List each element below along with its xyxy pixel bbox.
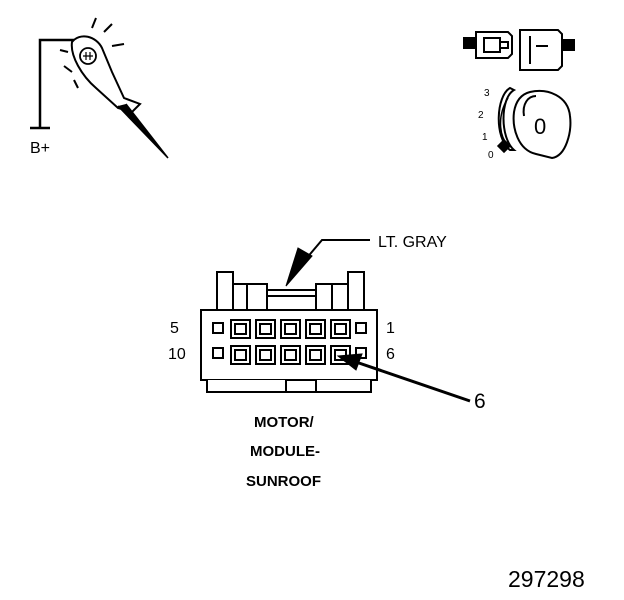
disconnect-connector-icon: [463, 29, 575, 71]
ignition-key-icon: [496, 86, 572, 160]
ignition-position-2: 2: [478, 110, 484, 121]
figure-number: 297298: [508, 566, 585, 592]
pin-label-1: 1: [386, 320, 395, 337]
connector-color-label: LT. GRAY: [378, 234, 447, 251]
pin-callout-arrow: [336, 353, 471, 403]
ignition-position-3: 3: [484, 88, 490, 99]
connector-face: [200, 271, 378, 393]
connector-title-line-2: MODULE-: [250, 443, 320, 460]
test-light-probe-icon: [30, 17, 169, 159]
ignition-position-0: 0: [488, 150, 494, 161]
connector-title-line-1: MOTOR/: [254, 414, 314, 431]
color-leader-arrow: [285, 239, 370, 287]
pin-label-10: 10: [168, 346, 186, 363]
probe-label: B+: [30, 140, 51, 157]
pin-callout-label: 6: [474, 390, 486, 413]
connector-title-line-3: SUNROOF: [246, 473, 321, 490]
pin-label-6: 6: [386, 346, 395, 363]
ignition-position-1: 1: [482, 132, 488, 143]
ignition-key-label: 0: [534, 114, 547, 139]
pin-label-5: 5: [170, 320, 179, 337]
